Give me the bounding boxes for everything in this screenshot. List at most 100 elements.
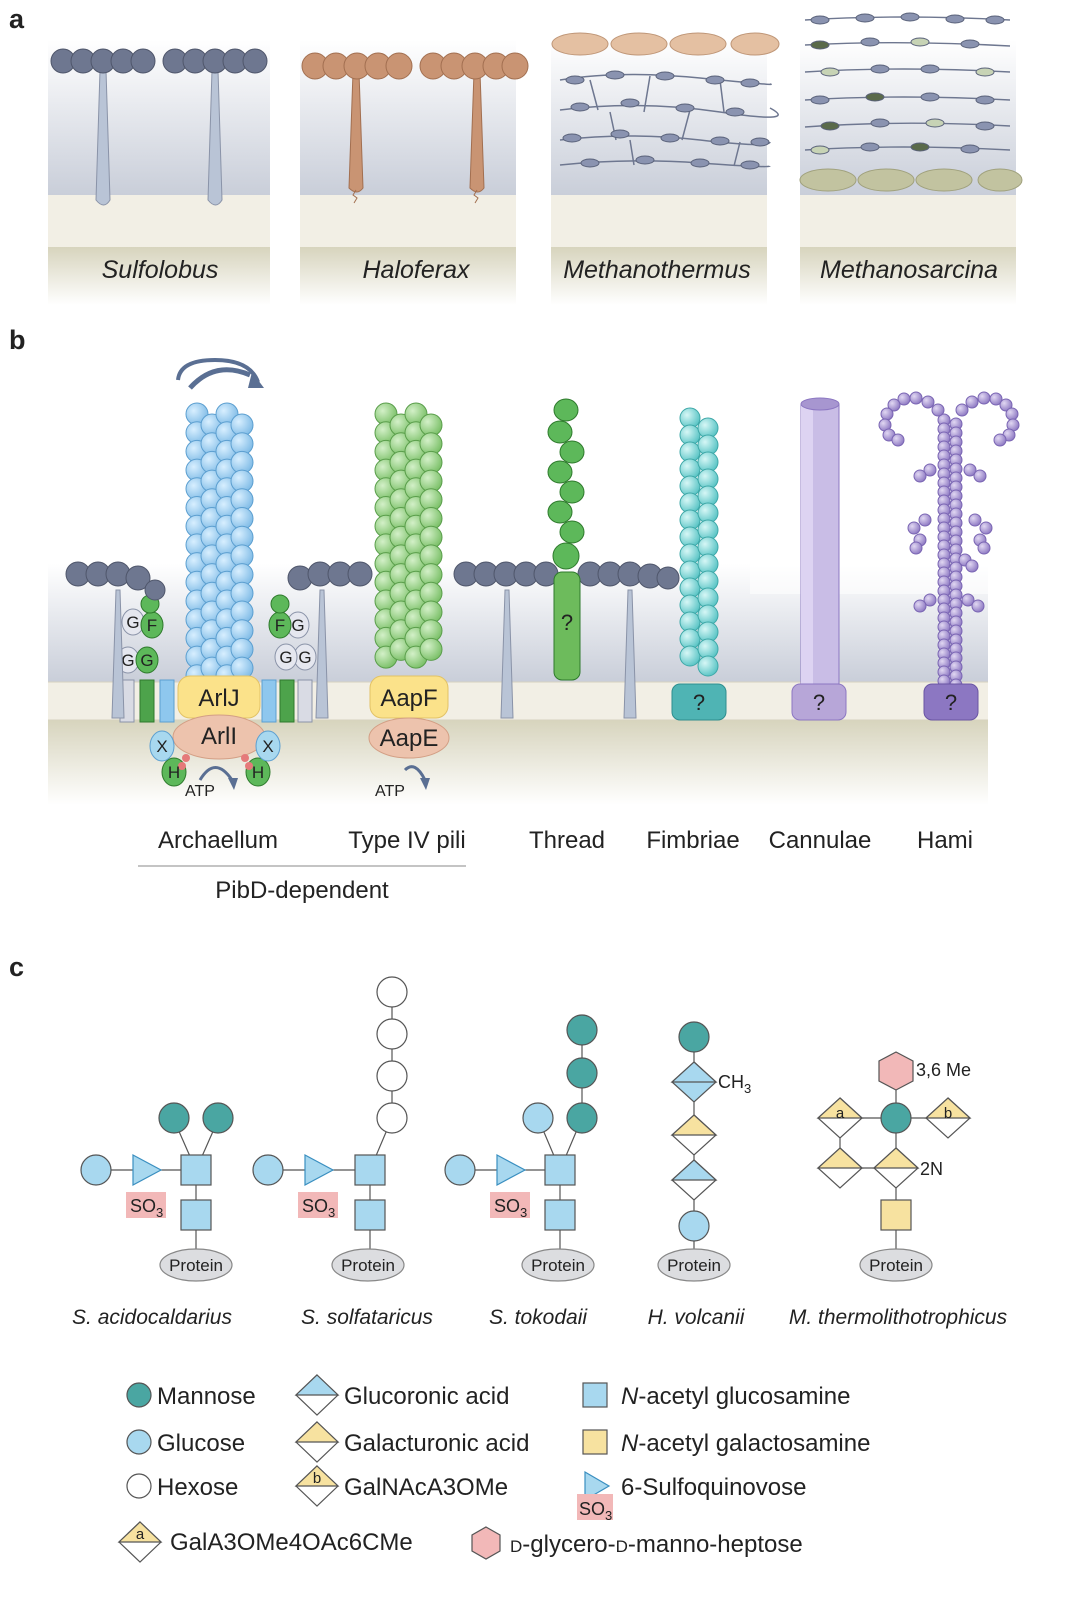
pili-atp-label: ATP xyxy=(375,783,405,800)
hami-bead xyxy=(891,433,905,447)
type-iv-pili: AapF AapE ATP xyxy=(368,402,450,800)
species-m-thermolithotrophicus: M. thermolithotrophicus xyxy=(789,1306,1008,1329)
haloferax-slayer xyxy=(301,52,529,204)
hami-bead xyxy=(1005,407,1019,421)
hami-bead xyxy=(921,395,935,409)
species-haloferax: Haloferax xyxy=(363,256,471,284)
glycan-s-acidocaldarius xyxy=(80,1102,234,1282)
hami-bead xyxy=(887,398,901,412)
glycan-b-label: b xyxy=(944,1105,952,1122)
filament-bead xyxy=(679,645,701,667)
aape-label: AapE xyxy=(380,725,439,752)
caption-cannulae: Cannulae xyxy=(769,827,872,854)
caption-archaellum: Archaellum xyxy=(158,827,278,854)
legend-mannose-label: Mannose xyxy=(157,1383,256,1410)
hami-bead xyxy=(909,391,923,405)
archaellum: ArlJ ArlI G F G G F G G xyxy=(65,357,373,800)
so3-label-1: SO3 xyxy=(130,1196,163,1220)
arch-g2-label: G xyxy=(121,651,134,670)
panel-c xyxy=(80,976,972,1282)
me36-label: 3,6 Me xyxy=(916,1060,971,1080)
hami-bead xyxy=(977,541,991,555)
hami-bead xyxy=(977,391,991,405)
hami-bead xyxy=(971,599,985,613)
arli-label: ArlI xyxy=(201,723,237,750)
legend-hexose-label: Hexose xyxy=(157,1474,238,1501)
glycan-h-volcanii xyxy=(657,1021,731,1282)
caption-pibd-dependent: PibD-dependent xyxy=(215,877,389,904)
legend-galnac-label: GalNAcA3OMe xyxy=(344,1474,508,1501)
arch-g3-label: G xyxy=(140,651,153,670)
fimbriae-q-label: ? xyxy=(693,690,705,715)
hami-bead xyxy=(913,469,927,483)
legend-galacturonic-label: Galacturonic acid xyxy=(344,1430,529,1457)
hami-bead xyxy=(993,433,1007,447)
caption-thread: Thread xyxy=(529,827,605,854)
species-methanosarcina: Methanosarcina xyxy=(820,256,998,284)
thread-q-label: ? xyxy=(561,610,573,635)
panel-a-box-methanothermus xyxy=(551,40,767,305)
species-s-acidocaldarius: S. acidocaldarius xyxy=(72,1306,232,1329)
fimbriae: ? xyxy=(671,407,727,721)
species-h-volcanii: H. volcanii xyxy=(648,1306,746,1329)
caption-fimbriae: Fimbriae xyxy=(646,827,739,854)
hami-bead xyxy=(979,521,993,535)
panel-a xyxy=(48,12,1023,305)
n2-label: 2N xyxy=(920,1159,943,1179)
legend xyxy=(117,1374,613,1563)
legend-so3-badge xyxy=(577,1494,613,1520)
methanosarcina-wall xyxy=(799,12,1023,192)
hami-bead xyxy=(923,593,937,607)
arch-f1-label: F xyxy=(147,616,157,635)
hami: ? xyxy=(878,391,1020,721)
legend-b-letter: b xyxy=(313,1470,321,1487)
hami-bead xyxy=(961,593,975,607)
arch-g6-label: G xyxy=(298,648,311,667)
hami-bead xyxy=(907,521,921,535)
legend-galnac-icon xyxy=(294,1465,340,1507)
arch-atp-label: ATP xyxy=(185,783,215,800)
legend-heptose-label: D-glycero-D-manno-heptose xyxy=(510,1531,803,1558)
methanothermus-wall xyxy=(551,32,780,170)
legend-hexose-icon xyxy=(126,1473,152,1499)
arch-g4-label: G xyxy=(291,616,304,635)
species-s-tokodaii: S. tokodaii xyxy=(489,1306,588,1329)
glycan-s-tokodaii xyxy=(444,1014,598,1282)
protein-label-3: Protein xyxy=(531,1256,585,1275)
ch3-label: CH3 xyxy=(718,1072,751,1096)
hami-bead xyxy=(909,541,923,555)
legend-glucoronic-icon xyxy=(294,1374,340,1416)
hami-bead xyxy=(999,398,1013,412)
hami-bead xyxy=(923,463,937,477)
aapf-label: AapF xyxy=(380,685,437,712)
cannulae: ? xyxy=(791,397,847,721)
panel-letter-a: a xyxy=(9,4,25,34)
hami-bead xyxy=(965,395,979,409)
glycan-a-label: a xyxy=(836,1105,845,1122)
legend-sulfoquinovose-icon xyxy=(584,1470,611,1502)
arch-x1-label: X xyxy=(156,737,167,756)
filament-bead xyxy=(419,637,443,661)
arch-g5-label: G xyxy=(279,648,292,667)
legend-so3-label: SO3 xyxy=(579,1499,612,1523)
legend-sulfoquinovose-label: 6-Sulfoquinovose xyxy=(621,1474,806,1501)
arch-h2-label: H xyxy=(252,763,264,782)
legend-nacgal-label: N-acetyl galactosamine xyxy=(621,1430,870,1457)
species-sulfolobus: Sulfolobus xyxy=(102,256,219,284)
cannulae-q-label: ? xyxy=(813,690,825,715)
species-methanothermus: Methanothermus xyxy=(563,256,751,284)
legend-nacglc-label: N-acetyl glucosamine xyxy=(621,1383,850,1410)
glycan-s-solfataricus xyxy=(252,976,408,1282)
hami-bead xyxy=(973,469,987,483)
hami-bead xyxy=(965,559,979,573)
filament-bead xyxy=(697,655,719,677)
protein-label-5: Protein xyxy=(869,1256,923,1275)
panel-letter-b: b xyxy=(9,325,26,355)
legend-nacglc-icon xyxy=(582,1382,608,1408)
legend-glucose-icon xyxy=(126,1429,152,1455)
caption-hami: Hami xyxy=(917,827,973,854)
legend-nacgal-icon xyxy=(582,1429,608,1455)
hami-bead xyxy=(955,403,969,417)
panel-a-box-methanosarcina xyxy=(800,40,1016,305)
